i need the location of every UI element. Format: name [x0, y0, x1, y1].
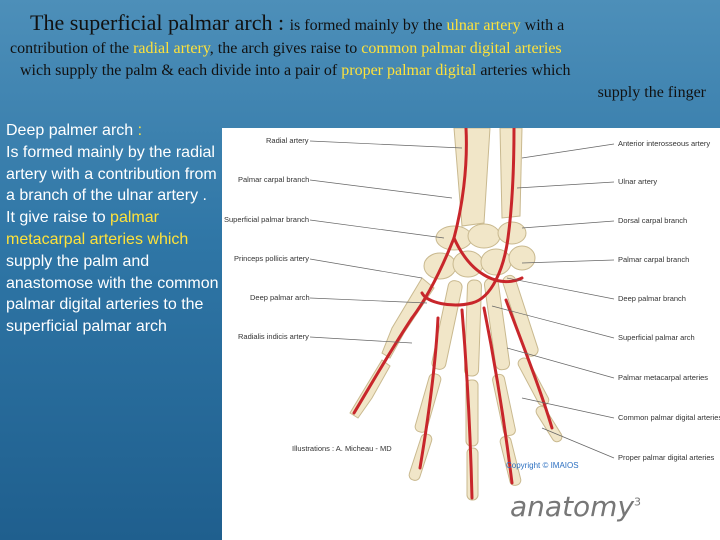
title-text-4: , the arch gives raise to	[209, 40, 362, 57]
label-superficial-palmar-branch: Superficial palmar branch	[224, 215, 310, 224]
title-colon: :	[272, 10, 290, 35]
highlight-common-palmar: common palmar digital arteries	[361, 40, 562, 57]
title-line-3: wich supply the palm & each divide into …	[20, 62, 571, 80]
logo-superscript: 3	[634, 495, 642, 509]
label-proper-palmar-digital: Proper palmar digital arteries	[618, 453, 715, 462]
title-line-1: The superficial palmar arch : is formed …	[30, 10, 564, 36]
deep-text-2: supply the palm and anastomose with the …	[6, 252, 219, 336]
anatomy-logo: anatomy3	[510, 490, 641, 523]
label-palmar-carpal-branch-right: Palmar carpal branch	[618, 255, 690, 264]
label-superficial-palmar-arch: Superficial palmar arch	[618, 333, 695, 342]
deep-colon: :	[133, 122, 143, 139]
title-text-6: arteries which	[476, 62, 571, 79]
deep-heading: Deep palmer arch	[6, 122, 134, 139]
label-anterior-interosseous: Anterior interosseous artery	[618, 139, 711, 148]
logo-text: anatomy	[510, 490, 635, 523]
title-line-4: supply the finger	[598, 84, 706, 102]
copyright-notice: Copyright © IMAIOS	[506, 461, 579, 470]
title-heading: The superficial palmar arch	[30, 10, 273, 35]
deep-arch-paragraph: Deep palmer arch : Is formed mainly by t…	[6, 120, 220, 338]
label-palmar-metacarpal: Palmar metacarpal arteries	[618, 373, 709, 382]
label-princeps-pollicis: Princeps pollicis artery	[234, 254, 310, 263]
title-text-7: supply the finger	[597, 84, 706, 101]
title-block: The superficial palmar arch : is formed …	[6, 4, 712, 104]
title-text-3: contribution of the	[10, 40, 134, 57]
highlight-ulnar-artery: ulnar artery	[446, 17, 521, 34]
label-ulnar-artery: Ulnar artery	[618, 177, 658, 186]
label-deep-palmar-arch: Deep palmar arch	[250, 293, 310, 302]
highlight-proper-palmar: proper palmar digital	[341, 62, 477, 79]
title-line-2: contribution of the radial artery, the a…	[10, 40, 562, 58]
label-radialis-indicis: Radialis indicis artery	[238, 332, 309, 341]
label-palmar-carpal-branch-left: Palmar carpal branch	[238, 175, 310, 184]
deep-highlight: palmar metacarpal arteries which	[6, 209, 189, 248]
ulna-bone	[499, 128, 523, 219]
deep-text-1: Is formed mainly by the radial artery wi…	[6, 143, 217, 227]
arteries	[352, 128, 554, 500]
title-text-2: with a	[520, 17, 565, 34]
hand-arteries-illustration: Radial artery Palmar carpal branch Super…	[222, 128, 720, 540]
title-text-5: wich supply the palm & each divide into …	[20, 62, 342, 79]
highlight-radial-artery: radial artery	[133, 40, 210, 57]
leader-lines	[309, 140, 615, 459]
illustration-credit: Illustrations : A. Micheau - MD	[292, 444, 392, 453]
label-dorsal-carpal-branch: Dorsal carpal branch	[618, 216, 688, 225]
label-common-palmar-digital: Common palmar digital arteries	[618, 413, 720, 422]
label-deep-palmar-branch: Deep palmar branch	[618, 294, 686, 303]
hand-drawing	[309, 128, 615, 501]
title-text-1: is formed mainly by the	[289, 17, 447, 34]
label-radial-artery: Radial artery	[266, 136, 309, 145]
